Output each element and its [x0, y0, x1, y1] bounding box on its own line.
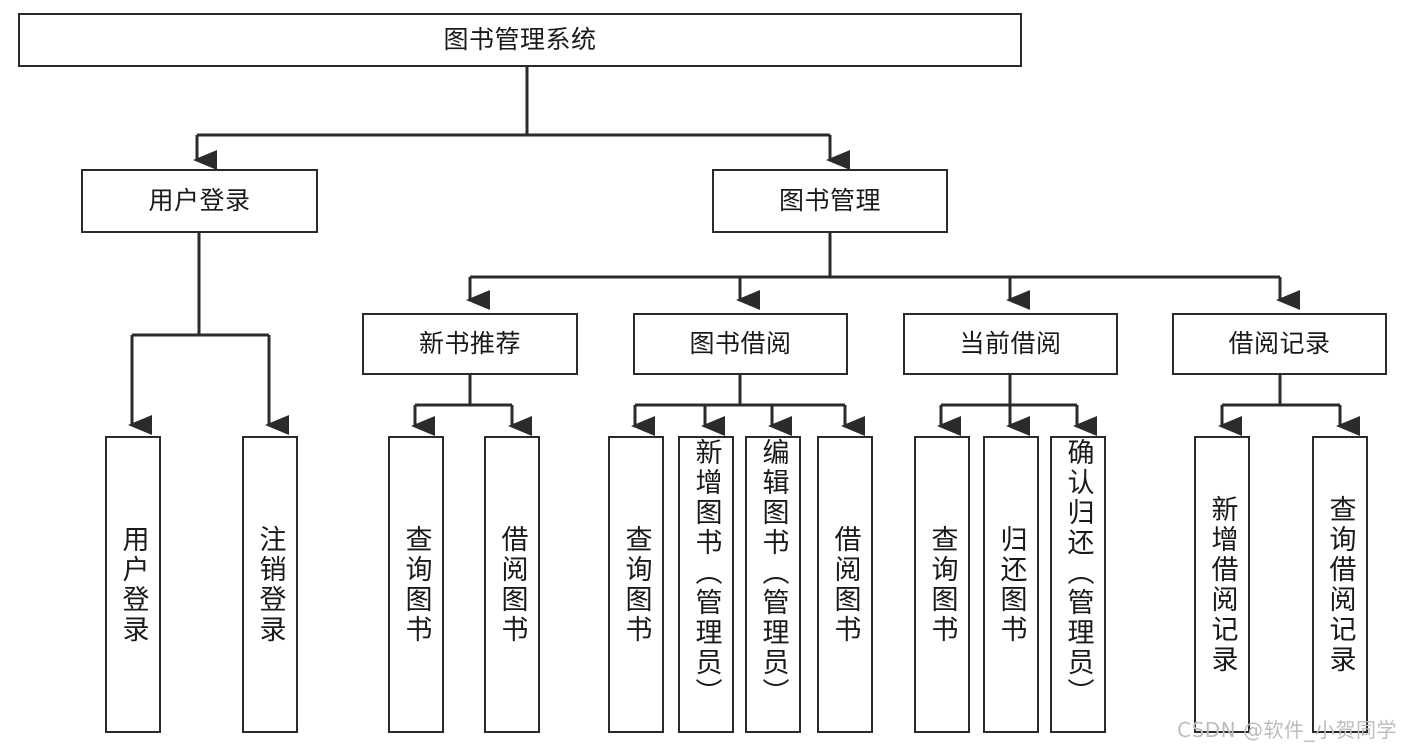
leaf-label: 新增图书（管理员）	[690, 438, 722, 708]
node-book-management-label: 图书管理	[778, 186, 881, 216]
leaf-label: 编辑图书（管理员）	[757, 438, 789, 708]
node-root-label: 图书管理系统	[443, 25, 597, 55]
leaf-label: 借阅图书	[496, 524, 528, 645]
leaf-book-borrow-add[interactable]: 新增图书（管理员）	[678, 436, 734, 733]
leaf-current-borrow-confirm[interactable]: 确认归还（管理员）	[1050, 436, 1106, 733]
leaf-book-borrow-query[interactable]: 查询图书	[608, 436, 664, 733]
leaf-current-borrow-return[interactable]: 归还图书	[983, 436, 1039, 733]
leaf-user-login-signin[interactable]: 用户登录	[105, 436, 161, 733]
leaf-label: 查询借阅记录	[1324, 494, 1356, 675]
leaf-label: 查询图书	[926, 524, 958, 645]
leaf-user-login-signout[interactable]: 注销登录	[242, 436, 298, 733]
leaf-current-borrow-query[interactable]: 查询图书	[914, 436, 970, 733]
leaf-borrow-record-add[interactable]: 新增借阅记录	[1194, 436, 1250, 733]
leaf-label: 查询图书	[620, 524, 652, 645]
node-current-borrow[interactable]: 当前借阅	[903, 313, 1118, 375]
leaf-new-book-borrow[interactable]: 借阅图书	[484, 436, 540, 733]
node-new-book-recommend[interactable]: 新书推荐	[362, 313, 578, 375]
node-new-book-recommend-label: 新书推荐	[418, 329, 521, 359]
leaf-book-borrow-borrow[interactable]: 借阅图书	[817, 436, 873, 733]
leaf-borrow-record-query[interactable]: 查询借阅记录	[1312, 436, 1368, 733]
node-user-login[interactable]: 用户登录	[81, 169, 318, 233]
leaf-label: 新增借阅记录	[1206, 494, 1238, 675]
leaf-label: 归还图书	[995, 524, 1027, 645]
watermark: CSDN @软件_小贺同学	[1177, 718, 1397, 742]
node-borrow-record-label: 借阅记录	[1228, 329, 1331, 359]
leaf-label: 确认归还（管理员）	[1062, 438, 1094, 708]
node-book-borrow-label: 图书借阅	[689, 329, 792, 359]
node-current-borrow-label: 当前借阅	[959, 329, 1062, 359]
node-book-borrow[interactable]: 图书借阅	[633, 313, 848, 375]
node-root[interactable]: 图书管理系统	[18, 13, 1022, 67]
leaf-label: 用户登录	[117, 524, 149, 645]
leaf-label: 注销登录	[254, 524, 286, 645]
node-user-login-label: 用户登录	[148, 186, 251, 216]
node-book-management[interactable]: 图书管理	[712, 169, 948, 233]
node-borrow-record[interactable]: 借阅记录	[1172, 313, 1387, 375]
leaf-new-book-query[interactable]: 查询图书	[388, 436, 444, 733]
leaf-label: 借阅图书	[829, 524, 861, 645]
leaf-label: 查询图书	[400, 524, 432, 645]
leaf-book-borrow-edit[interactable]: 编辑图书（管理员）	[745, 436, 801, 733]
